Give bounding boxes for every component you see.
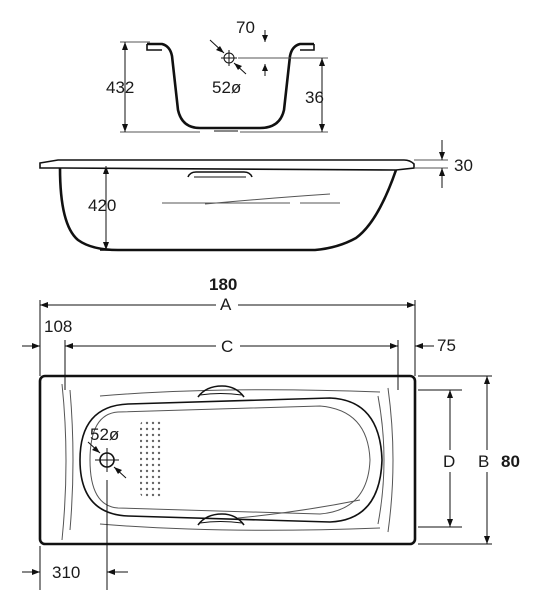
overall-width-label: 80 — [501, 452, 520, 471]
end-view-tub-profile — [147, 42, 314, 130]
end-view-height-label: 432 — [106, 78, 134, 97]
side-view-tub-profile — [58, 167, 398, 252]
side-view: 420 30 — [39, 140, 473, 252]
end-view-overflow-diameter-label: 52ø — [212, 78, 241, 97]
overall-length-label: 180 — [209, 275, 237, 294]
drain-diameter-label: 52ø — [90, 425, 119, 444]
plan-view-handle-top — [197, 385, 245, 398]
dimension-c-label: C — [221, 337, 233, 356]
plan-view: 180 A 108 C 75 — [22, 275, 520, 590]
end-view: 432 70 52ø 36 — [106, 18, 328, 133]
plan-view-tub-outline — [38, 374, 417, 546]
plan-view-bowl — [79, 397, 383, 523]
right-offset-label: 75 — [437, 336, 456, 355]
left-offset-label: 108 — [44, 317, 72, 336]
dimension-a-label: A — [220, 295, 232, 314]
dimension-d-label: D — [443, 452, 455, 471]
side-view-rim — [39, 159, 415, 171]
drain-position-label: 310 — [52, 563, 80, 582]
plan-view-handle-bottom — [197, 513, 245, 526]
side-view-height-label: 420 — [88, 196, 116, 215]
anti-slip-pattern — [140, 420, 162, 498]
side-view-rim-label: 30 — [454, 156, 473, 175]
end-view-overflow-height-label: 36 — [305, 88, 324, 107]
dimension-b-label: B — [478, 452, 489, 471]
end-view-overflow-offset-label: 70 — [236, 18, 255, 37]
side-view-handle — [187, 171, 253, 178]
